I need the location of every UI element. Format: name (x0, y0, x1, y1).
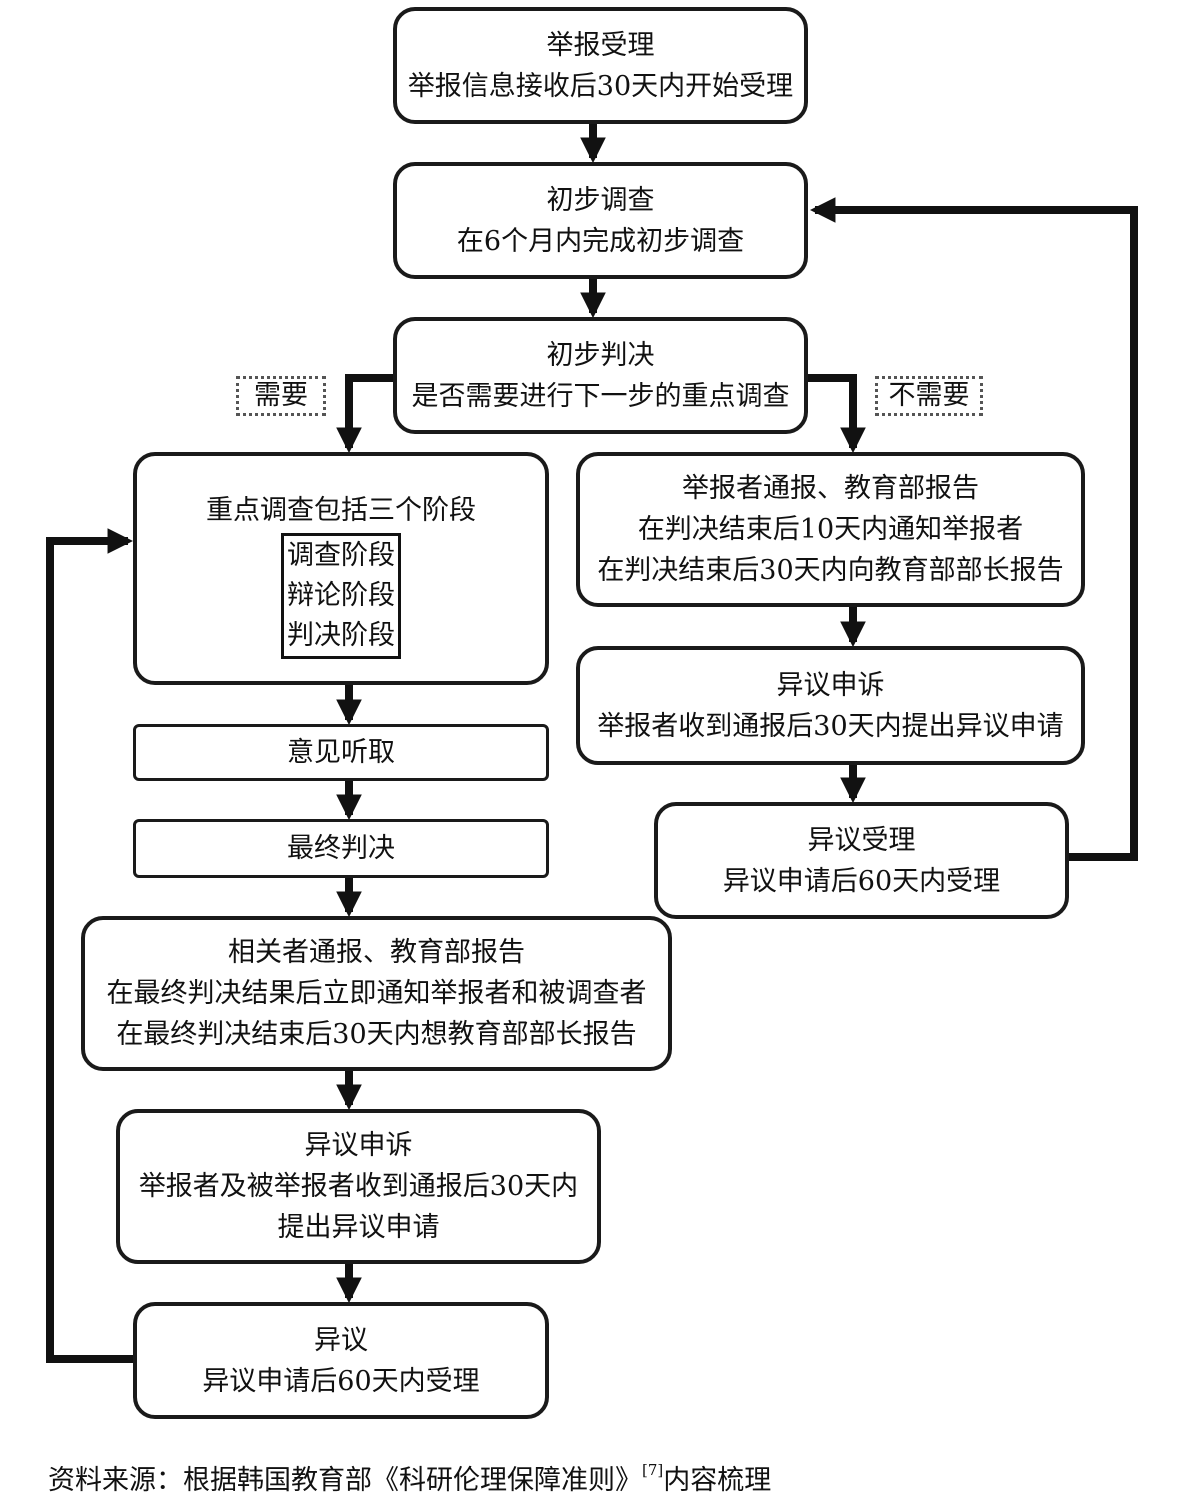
node-title: 相关者通报、教育部报告 (228, 937, 525, 968)
source-ref: [7] (642, 1461, 664, 1479)
node-title: 异议 (314, 1324, 368, 1356)
stages-box: 调查阶段 辩论阶段 判决阶段 (281, 533, 401, 659)
branch-label-text: 需要 (254, 380, 308, 411)
node-title: 最终判决 (287, 833, 395, 864)
node-text: 举报信息接收后30天内开始受理 (407, 70, 794, 102)
branch-label-need: 需要 (236, 376, 326, 416)
node-title: 初步判决 (546, 339, 655, 371)
node-text: 异议申请后60天内受理 (202, 1365, 480, 1397)
node-title: 异议申诉 (776, 669, 885, 701)
node-notify-report-left: 相关者通报、教育部报告 在最终判决结果后立即通知举报者和被调查者 在最终判决结束… (81, 916, 672, 1071)
node-title: 重点调查包括三个阶段 (206, 495, 476, 526)
arrow-objection-left-feedback (46, 528, 134, 1363)
stage-item: 辩论阶段 (287, 580, 395, 611)
node-appeal-left: 异议申诉 举报者及被举报者收到通报后30天内 提出异议申请 (116, 1109, 601, 1264)
node-text: 在最终判决结果后立即通知举报者和被调查者 (106, 978, 647, 1009)
node-title: 异议受理 (807, 824, 916, 856)
node-title: 异议申诉 (304, 1130, 413, 1161)
branch-label-no-need: 不需要 (875, 376, 983, 416)
node-text: 在6个月内完成初步调查 (456, 225, 745, 257)
node-text: 举报者及被举报者收到通报后30天内 (138, 1171, 579, 1202)
branch-label-text: 不需要 (888, 380, 970, 411)
stage-item: 判决阶段 (287, 620, 395, 651)
source-note: 资料来源：根据韩国教育部《科研伦理保障准则》[7]内容梳理 (48, 1450, 771, 1501)
node-hearing: 意见听取 (133, 724, 549, 781)
node-objection-right: 异议受理 异议申请后60天内受理 (654, 802, 1069, 919)
node-appeal-right: 异议申诉 举报者收到通报后30天内提出异议申请 (576, 646, 1085, 765)
node-prelim-investigation: 初步调查 在6个月内完成初步调查 (393, 162, 808, 279)
node-text: 举报者收到通报后30天内提出异议申请 (597, 710, 1064, 742)
arrow-judgment-need (336, 374, 393, 454)
node-title: 举报受理 (546, 29, 655, 61)
node-title: 初步调查 (546, 184, 655, 216)
node-final-judgment: 最终判决 (133, 819, 549, 878)
node-notify-report-right: 举报者通报、教育部报告 在判决结束后10天内通知举报者 在判决结束后30天内向教… (576, 452, 1085, 607)
arrow-judgment-no-need (808, 374, 866, 454)
node-prelim-judgment: 初步判决 是否需要进行下一步的重点调查 (393, 317, 808, 434)
source-suffix: 内容梳理 (663, 1465, 772, 1496)
node-text: 是否需要进行下一步的重点调查 (411, 380, 790, 412)
node-text: 提出异议申请 (277, 1212, 440, 1243)
node-title: 意见听取 (287, 737, 395, 768)
node-report-accept: 举报受理 举报信息接收后30天内开始受理 (393, 7, 808, 124)
node-text: 异议申请后60天内受理 (722, 865, 1001, 897)
node-text: 在最终判决结束后30天内想教育部部长报告 (116, 1019, 637, 1050)
node-objection-left: 异议 异议申请后60天内受理 (133, 1302, 549, 1419)
node-text: 在判决结束后10天内通知举报者 (637, 514, 1024, 545)
node-title: 举报者通报、教育部报告 (682, 473, 979, 504)
node-key-investigation: 重点调查包括三个阶段 调查阶段 辩论阶段 判决阶段 (133, 452, 549, 685)
arrow-objection-right-feedback (809, 197, 1138, 861)
stage-item: 调查阶段 (287, 540, 395, 571)
source-text: 资料来源：根据韩国教育部《科研伦理保障准则》 (48, 1465, 642, 1496)
node-text: 在判决结束后30天内向教育部部长报告 (597, 555, 1064, 586)
